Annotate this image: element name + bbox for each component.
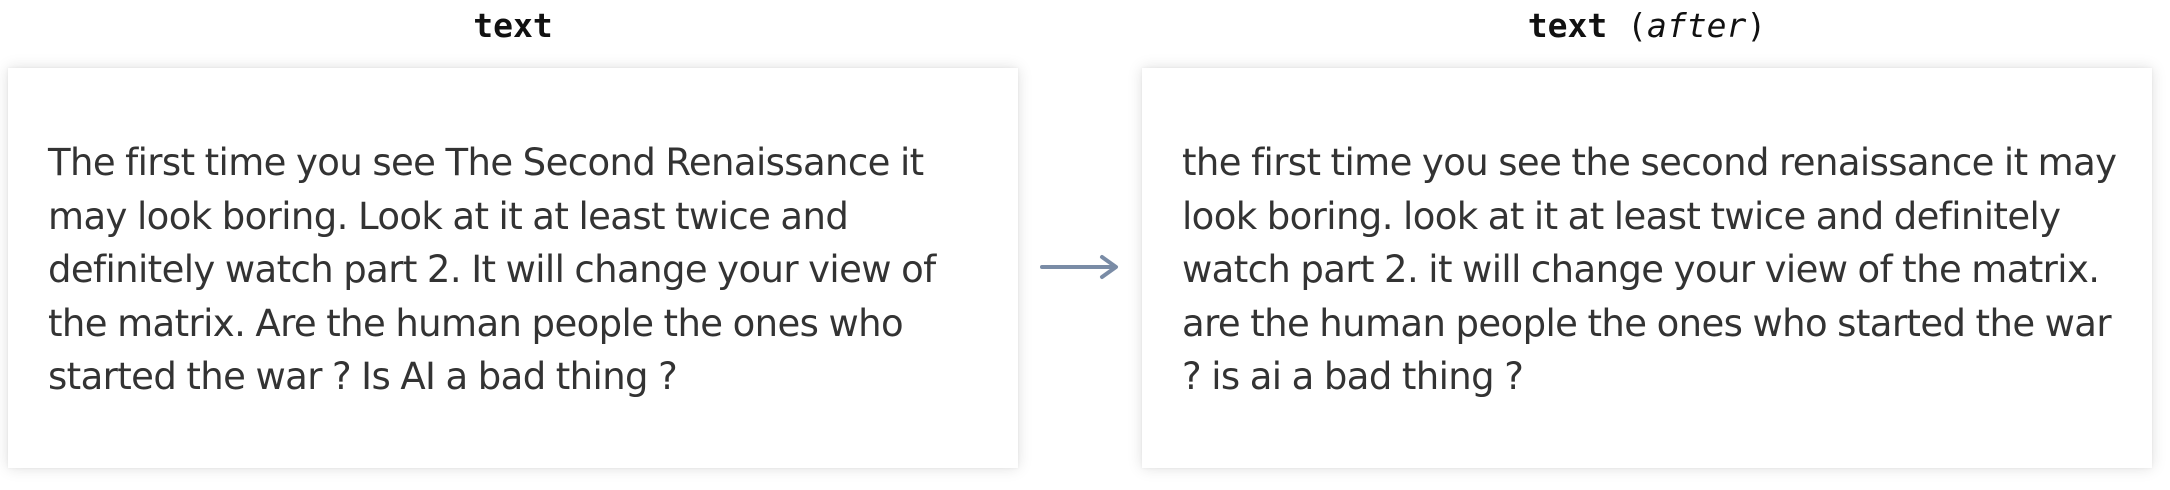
output-heading-label: text [1527, 6, 1608, 45]
output-text-body: the first time you see the second renais… [1182, 141, 2117, 398]
output-text-panel: the first time you see the second renais… [1142, 68, 2152, 468]
input-text-panel: The first time you see The Second Renais… [8, 68, 1018, 468]
arrow-right-icon [1040, 255, 1118, 279]
output-heading: text (after) [1142, 4, 2152, 48]
output-heading-after: after [1647, 6, 1747, 45]
output-heading-open-paren: ( [1627, 6, 1647, 45]
input-heading-label: text [473, 6, 553, 45]
input-text-body: The first time you see The Second Renais… [48, 141, 936, 398]
output-heading-close-paren: ) [1746, 6, 1767, 45]
input-heading: text [8, 4, 1018, 48]
